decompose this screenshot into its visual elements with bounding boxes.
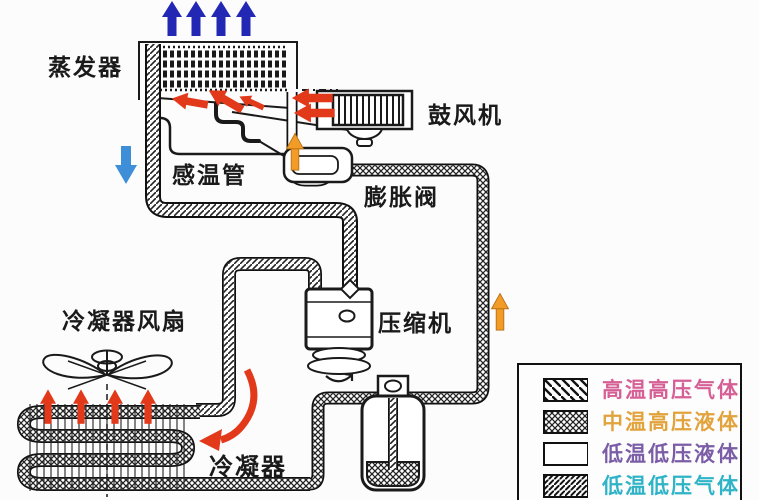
label-sensing-tube: 感温管 [172, 163, 247, 188]
receiver-liquid [366, 461, 420, 487]
air-intake-arrow [115, 146, 137, 184]
label-compressor: 压缩机 [378, 311, 453, 336]
label-evaporator: 蒸发器 [48, 55, 123, 80]
fan-blade-left [42, 353, 109, 379]
label-blower: 鼓风机 [428, 103, 503, 128]
liquid-pipe [309, 163, 490, 491]
legend-label: 高温高压气体 [602, 377, 740, 402]
legend: 高温高压气体 中温高压液体 低温低压液体 低温低压气体 [517, 363, 742, 500]
legend-swatch-cold-liquid [543, 442, 588, 466]
label-condenser-fan: 冷凝器风扇 [62, 309, 187, 334]
legend-label: 低温低压气体 [602, 473, 740, 498]
legend-item: 中温高压液体 [543, 410, 740, 434]
flow-direction-curved-arrow [199, 368, 258, 451]
legend-item: 高温高压气体 [543, 378, 740, 402]
compressor-mount [307, 357, 371, 375]
evaporator-coil [155, 45, 290, 92]
legend-swatch-warm-liquid [543, 410, 588, 434]
sensing-tube-coil [214, 101, 261, 143]
legend-label: 低温低压液体 [602, 441, 740, 466]
suction-pipe [145, 44, 358, 291]
evaporator-case-outline [138, 41, 298, 100]
discharge-pipe [196, 257, 322, 417]
condenser-coil [16, 404, 310, 491]
fan-blade-right [105, 354, 173, 380]
compressor [304, 278, 374, 383]
legend-item: 低温低压气体 [543, 474, 740, 498]
legend-label: 中温高压液体 [602, 409, 740, 434]
label-expansion-valve: 膨胀阀 [364, 185, 439, 210]
label-condenser: 冷凝器 [209, 455, 287, 481]
sensing-capillary [258, 140, 285, 157]
rotation-arrow-icon [325, 372, 354, 383]
condenser-fins [29, 404, 185, 491]
compressor-inlet-fitting [339, 278, 361, 300]
condenser-fan [42, 349, 173, 497]
legend-swatch-cold-gas [543, 474, 588, 498]
legend-swatch-hot-gas [543, 378, 588, 402]
blower-wheel [338, 95, 400, 125]
blower-motor [345, 128, 384, 140]
cold-air-out-arrows [162, 1, 256, 36]
receiver-drier [360, 374, 426, 492]
legend-item: 低温低压液体 [543, 442, 740, 466]
